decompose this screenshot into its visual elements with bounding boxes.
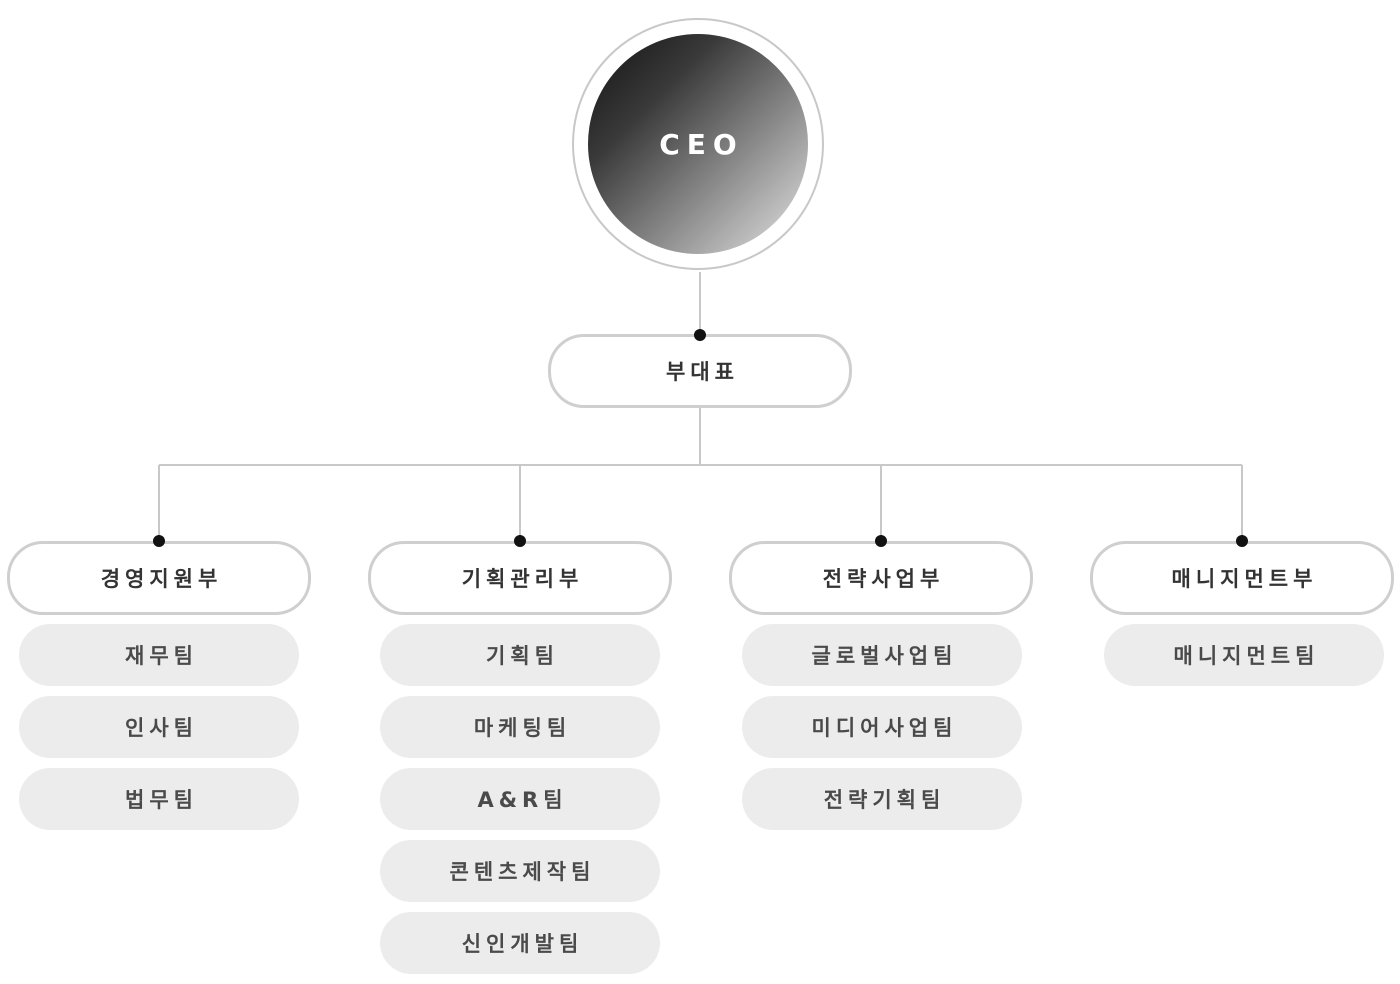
department-connector-dot [1236, 535, 1248, 547]
department-label: 전략사업부 [822, 567, 945, 591]
team-item: 콘텐츠제작팀 [380, 840, 660, 902]
team-list-management-support: 재무팀 인사팀 법무팀 [19, 624, 299, 840]
department-label: 경영지원부 [100, 567, 223, 591]
team-item: 법무팀 [19, 768, 299, 830]
department-node-management-support: 경영지원부 [7, 541, 311, 615]
vp-connector-dot [694, 329, 706, 341]
team-list-strategic-business: 글로벌사업팀 미디어사업팀 전략기획팀 [742, 624, 1022, 840]
team-label: 법무팀 [125, 788, 198, 812]
team-label: 매니지먼트팀 [1173, 644, 1320, 668]
department-node-strategic-business: 전략사업부 [729, 541, 1033, 615]
team-item: 매니지먼트팀 [1104, 624, 1384, 686]
ceo-gradient-circle: CEO [588, 34, 808, 254]
ceo-node: CEO [572, 18, 824, 270]
team-label: 재무팀 [125, 644, 198, 668]
vice-president-label: 부대표 [666, 360, 739, 384]
team-item: 마케팅팀 [380, 696, 660, 758]
team-item: 기획팀 [380, 624, 660, 686]
vice-president-node: 부대표 [548, 334, 852, 408]
team-label: 전략기획팀 [823, 788, 946, 812]
department-connector-dot [514, 535, 526, 547]
team-item: 글로벌사업팀 [742, 624, 1022, 686]
team-label: 기획팀 [486, 644, 559, 668]
department-node-management: 매니지먼트부 [1090, 541, 1394, 615]
team-list-management: 매니지먼트팀 [1104, 624, 1384, 696]
ceo-label: CEO [659, 127, 744, 161]
department-connector-dot [153, 535, 165, 547]
team-item: 전략기획팀 [742, 768, 1022, 830]
team-label: 미디어사업팀 [811, 716, 958, 740]
team-label: 인사팀 [125, 716, 198, 740]
team-label: 글로벌사업팀 [811, 644, 958, 668]
team-label: 콘텐츠제작팀 [449, 860, 596, 884]
team-item: 신인개발팀 [380, 912, 660, 974]
department-node-planning-management: 기획관리부 [368, 541, 672, 615]
team-list-planning-management: 기획팀 마케팅팀 A&R팀 콘텐츠제작팀 신인개발팀 [380, 624, 660, 984]
team-item: 재무팀 [19, 624, 299, 686]
team-item: 인사팀 [19, 696, 299, 758]
team-item: A&R팀 [380, 768, 660, 830]
team-item: 미디어사업팀 [742, 696, 1022, 758]
department-label: 매니지먼트부 [1171, 567, 1318, 591]
department-label: 기획관리부 [461, 567, 584, 591]
team-label: 신인개발팀 [461, 932, 584, 956]
team-label: A&R팀 [477, 788, 568, 812]
department-connector-dot [875, 535, 887, 547]
team-label: 마케팅팀 [473, 716, 572, 740]
